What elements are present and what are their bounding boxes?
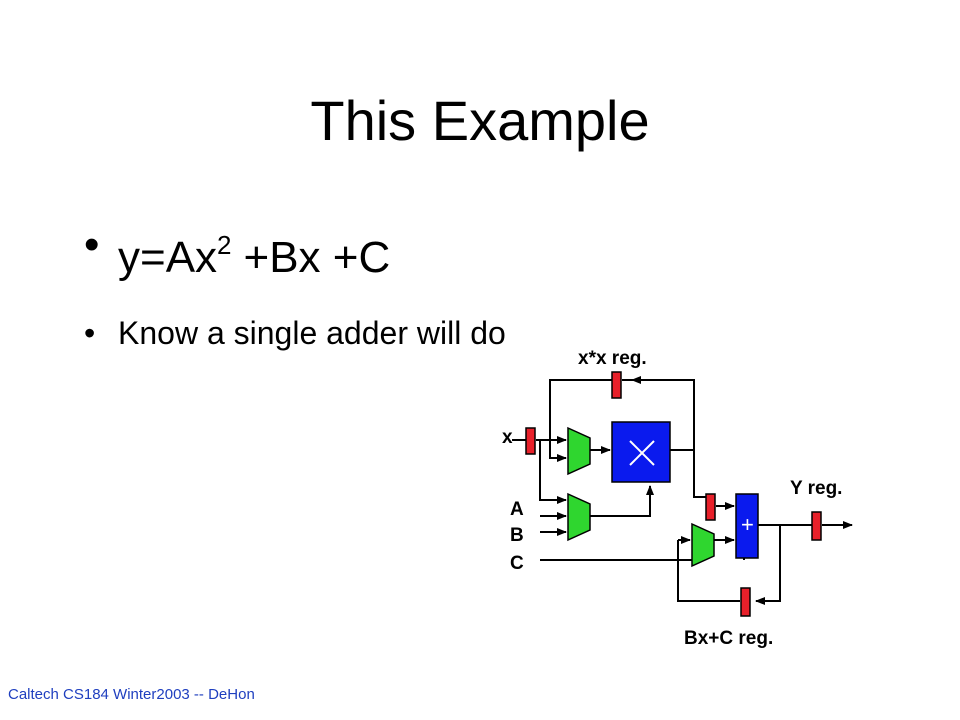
equation-exponent: 2 xyxy=(217,230,232,260)
slide-title: This Example xyxy=(310,89,650,152)
bullet-equation: • y=Ax2 +Bx +C xyxy=(84,218,506,285)
bullet-text: Know a single adder will do xyxy=(118,315,506,351)
label-c-input: C xyxy=(510,553,524,574)
xx-register xyxy=(611,371,622,399)
label-x-input: x xyxy=(502,427,513,448)
adder-symbol: + xyxy=(741,512,754,537)
x-input-register xyxy=(525,427,536,455)
label-xx-reg: x*x reg. xyxy=(578,348,647,369)
label-b-input: B xyxy=(510,525,524,546)
bullet-dot: • xyxy=(84,315,96,351)
bullet-adder-note: • Know a single adder will do xyxy=(84,313,506,353)
label-bxc-reg: Bx+C reg. xyxy=(684,628,773,649)
adder-input-register xyxy=(705,493,716,521)
mux-multiplier-a xyxy=(567,426,591,476)
adder-block xyxy=(735,493,759,559)
mux-to-mult-wires xyxy=(590,446,654,517)
mux-adder xyxy=(691,522,715,568)
bullet-dot: • xyxy=(84,220,100,269)
label-y-reg: Y reg. xyxy=(790,478,842,499)
x-input-wires xyxy=(512,379,692,561)
y-register xyxy=(811,511,822,541)
mux-multiplier-b xyxy=(567,492,591,542)
bxc-register xyxy=(740,587,751,617)
slide-footer: Caltech CS184 Winter2003 -- DeHon xyxy=(8,686,255,703)
multiply-icon xyxy=(629,440,655,466)
label-a-input: A xyxy=(510,499,524,520)
equation-base: y=Ax xyxy=(118,233,218,282)
equation-rest: +Bx +C xyxy=(243,233,391,282)
bullet-list: • y=Ax2 +Bx +C • Know a single adder will… xyxy=(84,218,506,353)
